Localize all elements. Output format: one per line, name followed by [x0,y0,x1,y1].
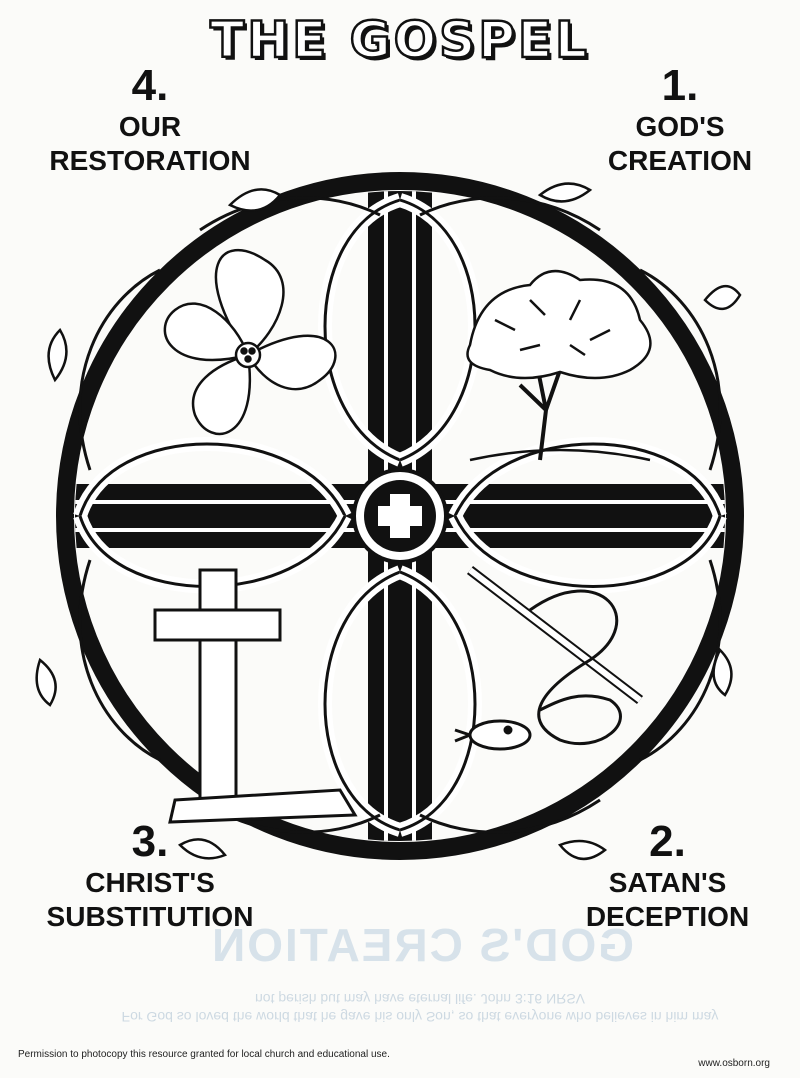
label-number: 4. [131,61,169,110]
label-line-1: SATAN'S [608,867,727,898]
flower-illustration [163,248,337,436]
label-line-1: OUR [118,111,182,142]
vine-leaves [35,182,742,860]
label-our-restoration: 4. OUR RESTORATION [20,62,280,178]
label-number: 3. [131,817,169,866]
label-number: 2. [649,817,686,866]
label-line-2: RESTORATION [49,145,251,176]
outer-ring [56,172,744,860]
label-christs-substitution: 3. CHRIST'S SUBSTITUTION [20,818,280,934]
permission-notice: Permission to photocopy this resource gr… [18,1049,390,1060]
label-line-2: CREATION [607,145,753,176]
center-emblem [352,468,448,564]
label-line-1: GOD'S [635,111,725,142]
serpent-illustration [454,566,644,751]
wooden-cross-illustration [153,568,358,824]
website-url: www.osborn.org [698,1058,770,1069]
tree-illustration [466,270,652,462]
label-line-1: CHRIST'S [85,867,215,898]
page-title: THE GOSPEL [209,10,590,71]
label-satans-deception: 2. SATAN'S DECEPTION [555,818,780,934]
label-gods-creation: 1. GOD'S CREATION [580,62,780,178]
label-line-2: SUBSTITUTION [46,901,254,932]
label-number: 1. [661,61,699,110]
label-line-2: DECEPTION [585,901,750,932]
